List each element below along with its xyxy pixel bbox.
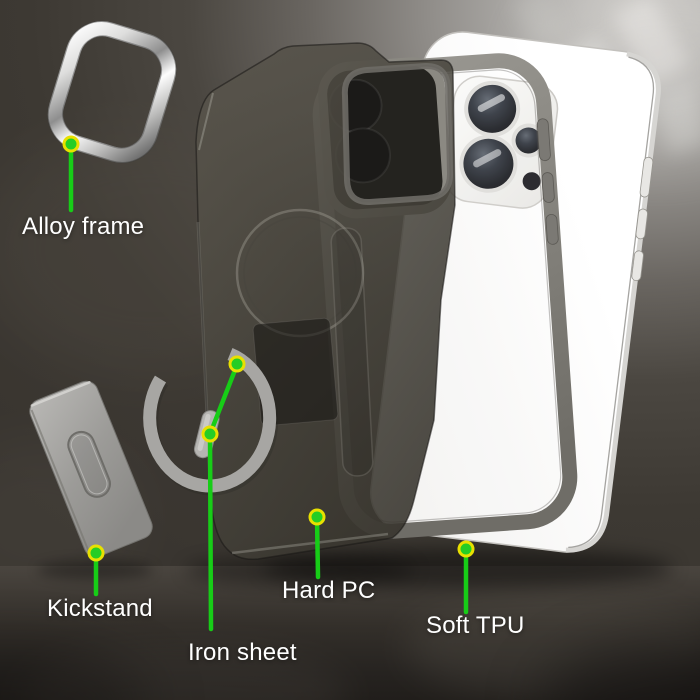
floor [0,548,700,700]
iron-sheet-ring [143,347,277,493]
label-soft-tpu: Soft TPU [426,612,525,639]
label-iron-sheet: Iron sheet [188,639,297,666]
callout-line-hard-pc [314,515,321,580]
plate-kickstand-arm [330,227,374,477]
kickstand-slot [67,430,111,498]
kickstand-graphic [29,380,153,558]
callout-dot-hard-pc [308,508,326,526]
callout-dot-kickstand [87,544,105,562]
phone-side-rail [565,51,661,553]
label-kickstand: Kickstand [47,595,153,622]
bumper-buttons [536,118,559,245]
lidar-sensor [522,172,541,191]
callout-dot-soft-tpu [457,540,475,558]
case-contact-shadow [185,556,415,584]
callout-dot-alloy-frame [62,135,80,153]
callout-dot-iron-sheet-bar [201,425,219,443]
callout-dot-iron-sheet-ring [228,355,246,373]
camera-module [444,75,559,209]
alloy-frame-graphic [47,20,177,164]
label-alloy-frame: Alloy frame [22,213,145,240]
callout-dots [62,135,475,562]
label-hard-pc: Hard PC [282,577,376,604]
phone-side-buttons [631,156,654,282]
camera-lens [515,127,542,154]
plate-camera-hole-lip [341,62,454,206]
hard-pc-plate-graphic [195,42,456,561]
